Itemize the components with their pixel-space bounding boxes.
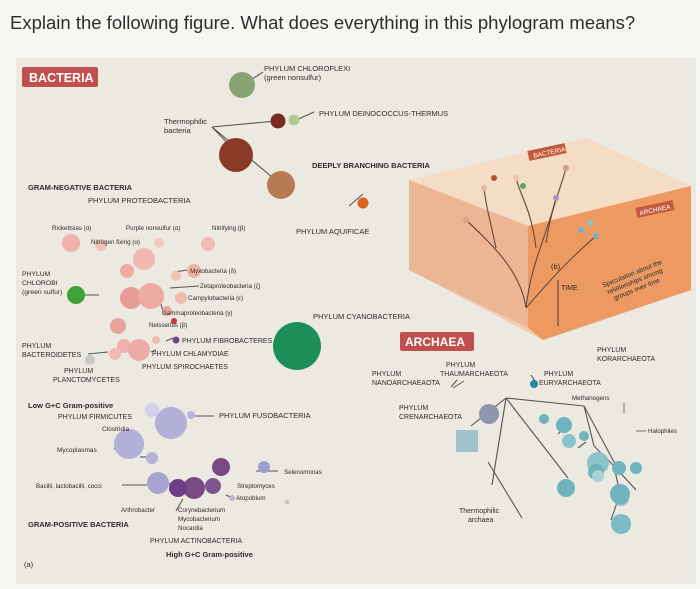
label-streptomyces: Streptomyces [237, 483, 275, 490]
label-thermophilic-archaea: Thermophilic [459, 508, 500, 515]
label-deeply-branching: DEEPLY BRANCHING BACTERIA [312, 161, 431, 170]
box-tree-tips [463, 165, 599, 239]
thermophilic-node [219, 138, 253, 172]
label-crenarchaeota: PHYLUM [399, 405, 428, 412]
label-proteobacteria: PHYLUM PROTEOBACTERIA [88, 196, 191, 205]
svg-text:archaea: archaea [468, 517, 493, 524]
label-nitrifying: Nitrifying (β) [212, 225, 245, 232]
svg-text:bacteria: bacteria [164, 126, 192, 135]
svg-text:CRENARCHAEOTA: CRENARCHAEOTA [399, 414, 462, 421]
label-planctomycetes: PHYLUM [64, 368, 93, 375]
phylogram-svg: BACTERIA ARCHAEA (b) TIME Speculati [22, 64, 691, 569]
box-left-face [409, 180, 528, 328]
question-text: Explain the following figure. What does … [10, 12, 636, 33]
label-rickettsias: Rickettsias (α) [52, 225, 91, 232]
svg-text:NANOARCHAEAOTA: NANOARCHAEAOTA [372, 380, 440, 387]
label-atopobium: Atopobium [236, 495, 266, 502]
svg-text:PLANCTOMYCETES: PLANCTOMYCETES [53, 377, 120, 384]
label-high-gc: High G+C Gram-positive [166, 550, 253, 559]
label-fibrobacteres: PHYLUM FIBROBACTERES [182, 338, 273, 345]
bacteria-taxa [62, 72, 369, 505]
label-euryarchaeota: PHYLUM [544, 371, 573, 378]
label-aquificae: PHYLUM AQUIFICAE [296, 227, 369, 236]
label-fusobacteria: PHYLUM FUSOBACTERIA [219, 411, 311, 420]
label-korarchaeota: PHYLUM [597, 347, 626, 354]
label-corynebacterium: Corynebacterium [178, 507, 225, 514]
label-thermophilic: Thermophilic [164, 117, 207, 126]
crenarchaeota-node [479, 404, 499, 424]
label-gammaproteobacteria: Gammaproteobacteria (γ) [162, 310, 233, 317]
deinococcus-node [270, 113, 286, 129]
label-spirochaetes: PHYLUM SPIROCHAETES [142, 364, 228, 371]
label-mycobacterium: Mycobacterium [178, 516, 220, 523]
label-nitrogen-fixing: Nitrogen fixing (α) [91, 239, 140, 246]
archaea-branches [450, 374, 637, 521]
label-chloroflexi: PHYLUM CHLOROFLEXI [264, 64, 350, 73]
label-neisserias: Neisserias (β) [149, 322, 187, 329]
label-arthrobacter: Arthrobacter [121, 507, 155, 514]
bacteria-badge [22, 67, 98, 87]
box-top [409, 138, 691, 226]
label-nocardia: Nocardia [178, 525, 203, 532]
time-axis-label: TIME [561, 285, 578, 292]
label-halophiles: Halophiles [648, 428, 677, 435]
label-gram-positive: GRAM-POSITIVE BACTERIA [28, 520, 129, 529]
svg-text:(green sulfur): (green sulfur) [22, 289, 62, 296]
label-bacteroidetes: PHYLUM [22, 343, 51, 350]
label-gram-negative: GRAM-NEGATIVE BACTERIA [28, 183, 133, 192]
archaea-taxa [456, 380, 642, 534]
label-clostridia: Clostridia [102, 426, 129, 433]
label-cyanobacteria: PHYLUM CYANOBACTERIA [313, 312, 410, 321]
label-chlorobi: PHYLUM [22, 271, 51, 278]
svg-text:EURYARCHAEOTA: EURYARCHAEOTA [539, 380, 601, 387]
phylogram-figure: BACTERIA ARCHAEA (b) TIME Speculati [16, 58, 696, 584]
label-low-gc: Low G+C Gram-positive [28, 401, 113, 410]
archaea-badge [400, 332, 474, 351]
cyanobacteria-node [273, 322, 321, 370]
bacteria-labels: PHYLUM CHLOROFLEXI (green nonsulfur) The… [22, 64, 448, 569]
label-actinobacteria: PHYLUM ACTINOBACTERIA [150, 538, 243, 545]
panel-b-box: BACTERIA ARCHAEA (b) TIME Speculati [409, 138, 691, 340]
label-thaumarchaeota: PHYLUM [446, 362, 475, 369]
panel-b-label: (b) [551, 262, 561, 271]
label-zetaproteobacteria: Zetaproteobacteria (ζ) [200, 283, 261, 290]
svg-text:KORARCHAEOTA: KORARCHAEOTA [597, 356, 656, 363]
archaea-leader-lines [452, 380, 646, 432]
label-chlamydiae: PHYLUM CHLAMYDIAE [152, 351, 229, 358]
box-right-face [528, 186, 691, 340]
chloroflexi-node [229, 72, 255, 98]
label-nanoarchaeaota: PHYLUM [372, 371, 401, 378]
bacteria-title: BACTERIA [29, 71, 94, 85]
label-mycoplasmas: Mycoplasmas [57, 447, 97, 454]
label-bacilli: Bacilli, lactobacilli, cocci [36, 483, 102, 490]
label-selenomonas: Selenomonas [284, 469, 322, 476]
archaea-title: ARCHAEA [405, 335, 465, 349]
aquificae-node [357, 197, 369, 209]
label-campylobacteria: Campylobacteria (ε) [188, 295, 243, 302]
deinococcus-sub-node [288, 114, 300, 126]
thermophilic-sub-node [267, 171, 295, 199]
label-purple-nonsulfur: Purple nonsulfur (α) [126, 225, 180, 232]
label-methanogens: Methanogens [572, 395, 610, 402]
svg-text:THAUMARCHAEOTA: THAUMARCHAEOTA [440, 371, 508, 378]
archaea-labels: PHYLUM THAUMARCHAEOTA PHYLUM NANOARCHAEA… [372, 347, 677, 524]
label-firmicutes: PHYLUM FIRMICUTES [58, 414, 132, 421]
panel-a-label: (a) [24, 560, 34, 569]
svg-text:BACTEROIDETES: BACTEROIDETES [22, 352, 81, 359]
label-myxobacteria: Myxobacteria (δ) [190, 268, 236, 275]
label-deinococcus: PHYLUM DEINOCOCCUS-THERMUS [319, 109, 448, 118]
svg-text:(green nonsulfur): (green nonsulfur) [264, 73, 322, 82]
chlorobi-node [67, 286, 85, 304]
svg-text:CHLOROBI: CHLOROBI [22, 280, 58, 287]
nanoarchaeota-node [456, 430, 478, 452]
